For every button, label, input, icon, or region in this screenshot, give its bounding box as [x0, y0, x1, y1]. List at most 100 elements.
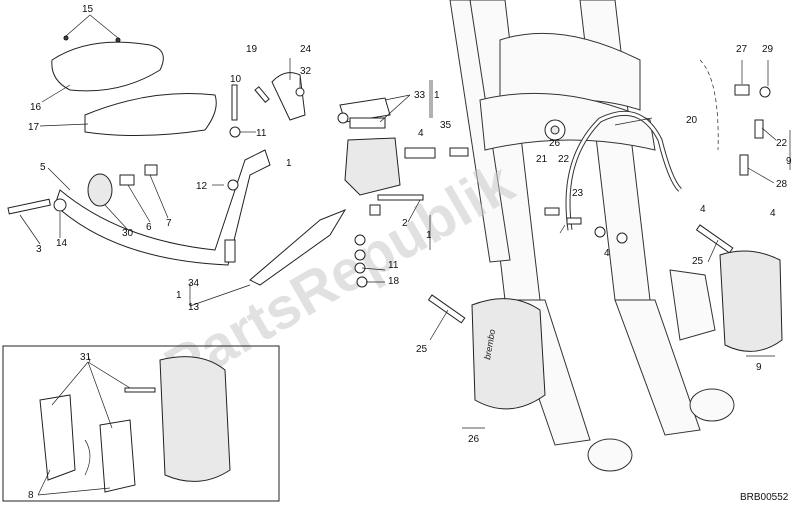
callout-25b: 25: [692, 256, 704, 267]
cover-17: [84, 93, 217, 137]
callout-1c: 1: [434, 90, 440, 101]
callout-30: 30: [122, 228, 134, 239]
nut-12: [227, 179, 239, 191]
callout-12: 12: [196, 181, 208, 192]
callout-20: 20: [686, 115, 698, 126]
callout-11b: 11: [388, 260, 399, 271]
callout-33: 33: [414, 90, 426, 101]
callout-26b: 26: [468, 434, 480, 445]
spacer-34: [224, 239, 236, 263]
leader-lines: [19, 14, 791, 496]
washer-14: [53, 198, 67, 212]
washer-23: [566, 217, 582, 225]
front-fork: 26: [449, 0, 735, 472]
lower-triple-clamp: [479, 92, 656, 151]
weight-30: [87, 173, 113, 207]
callout-26a: 26: [549, 138, 561, 149]
callout-1a: 1: [176, 290, 182, 301]
fork-right-caliper-mount: [669, 269, 716, 341]
callout-27: 27: [736, 44, 748, 55]
callout-8: 8: [28, 490, 34, 501]
screw-10: [231, 84, 238, 121]
callout-1b: 1: [286, 158, 292, 169]
callout-19: 19: [246, 44, 258, 55]
washer-11a: [229, 126, 241, 138]
screw-19: [254, 86, 270, 103]
brake-lever-13: [249, 208, 347, 286]
callout-4b: 4: [604, 248, 610, 259]
callout-2: 2: [402, 218, 408, 229]
callout-14: 14: [56, 238, 68, 249]
callout-21: 21: [536, 154, 548, 165]
part-7: [144, 164, 158, 176]
callout-5: 5: [40, 162, 46, 173]
caliper-inset: [159, 356, 231, 482]
screw-29: [759, 86, 771, 98]
lever-guard-group: [7, 35, 271, 266]
washer-b: [354, 249, 366, 261]
callout-11a: 11: [256, 128, 267, 139]
callouts: 15 16 17 5 3 14 30 6 7 10 11 12 34 1 13 …: [28, 4, 792, 503]
bolt-25b: [695, 224, 734, 254]
caliper-9: [719, 250, 783, 352]
screw-3: [7, 198, 51, 215]
pin-2: [377, 194, 424, 201]
callout-7: 7: [166, 218, 172, 229]
callout-35: 35: [440, 120, 452, 131]
callout-4d: 4: [770, 208, 776, 219]
callout-15: 15: [82, 4, 94, 15]
callout-9a: 9: [786, 156, 792, 167]
callout-4c: 4: [700, 204, 706, 215]
fork-left-axle-foot: [587, 438, 633, 472]
callout-6: 6: [146, 222, 152, 233]
part-6: [119, 174, 135, 186]
bracket-24: [271, 72, 306, 121]
callout-18: 18: [388, 276, 400, 287]
callout-1d: 1: [426, 230, 432, 241]
pin-31: [124, 387, 156, 393]
callout-4a: 4: [418, 128, 424, 139]
switch-4: [404, 147, 436, 159]
caliper-group: brembo: [427, 59, 783, 410]
washer-4b: [616, 232, 628, 244]
callout-31: 31: [80, 352, 92, 363]
fork-right-axle-foot: [689, 388, 735, 422]
callout-9b: 9: [756, 362, 762, 373]
diaphragm-33: [349, 117, 386, 129]
bolt-25a: [427, 294, 466, 324]
pad-8a: [39, 394, 76, 481]
block-1: [369, 204, 381, 216]
master-cylinder-body: [344, 137, 401, 196]
callout-13: 13: [188, 302, 200, 313]
callout-32: 32: [300, 66, 312, 77]
washer-4a: [594, 226, 606, 238]
washer-a: [354, 234, 366, 246]
brake-pads-inset: [2, 345, 280, 502]
inset-frame: [2, 345, 280, 502]
banjo-21: [544, 207, 560, 216]
screw-cap: [337, 112, 349, 124]
callout-24: 24: [300, 44, 312, 55]
cover-16: [51, 41, 164, 92]
callout-3: 3: [36, 244, 42, 255]
guard-5: [54, 149, 271, 266]
washer-32: [295, 87, 305, 97]
bleed-22: [754, 119, 764, 139]
callout-16: 16: [30, 102, 42, 113]
banjo-28: [739, 154, 749, 176]
callout-22a: 22: [558, 154, 570, 165]
callout-17: 17: [28, 122, 40, 133]
callout-10: 10: [230, 74, 242, 85]
callout-23: 23: [572, 188, 584, 199]
callout-28: 28: [776, 179, 788, 190]
callout-22b: 22: [776, 138, 788, 149]
fork-left-outer: [449, 0, 511, 263]
callout-34: 34: [188, 278, 200, 289]
drawing-code: BRB00552: [740, 492, 789, 503]
clip-27: [734, 84, 750, 96]
nut-18: [356, 276, 368, 288]
spring-clip: [84, 439, 91, 476]
callout-29: 29: [762, 44, 774, 55]
